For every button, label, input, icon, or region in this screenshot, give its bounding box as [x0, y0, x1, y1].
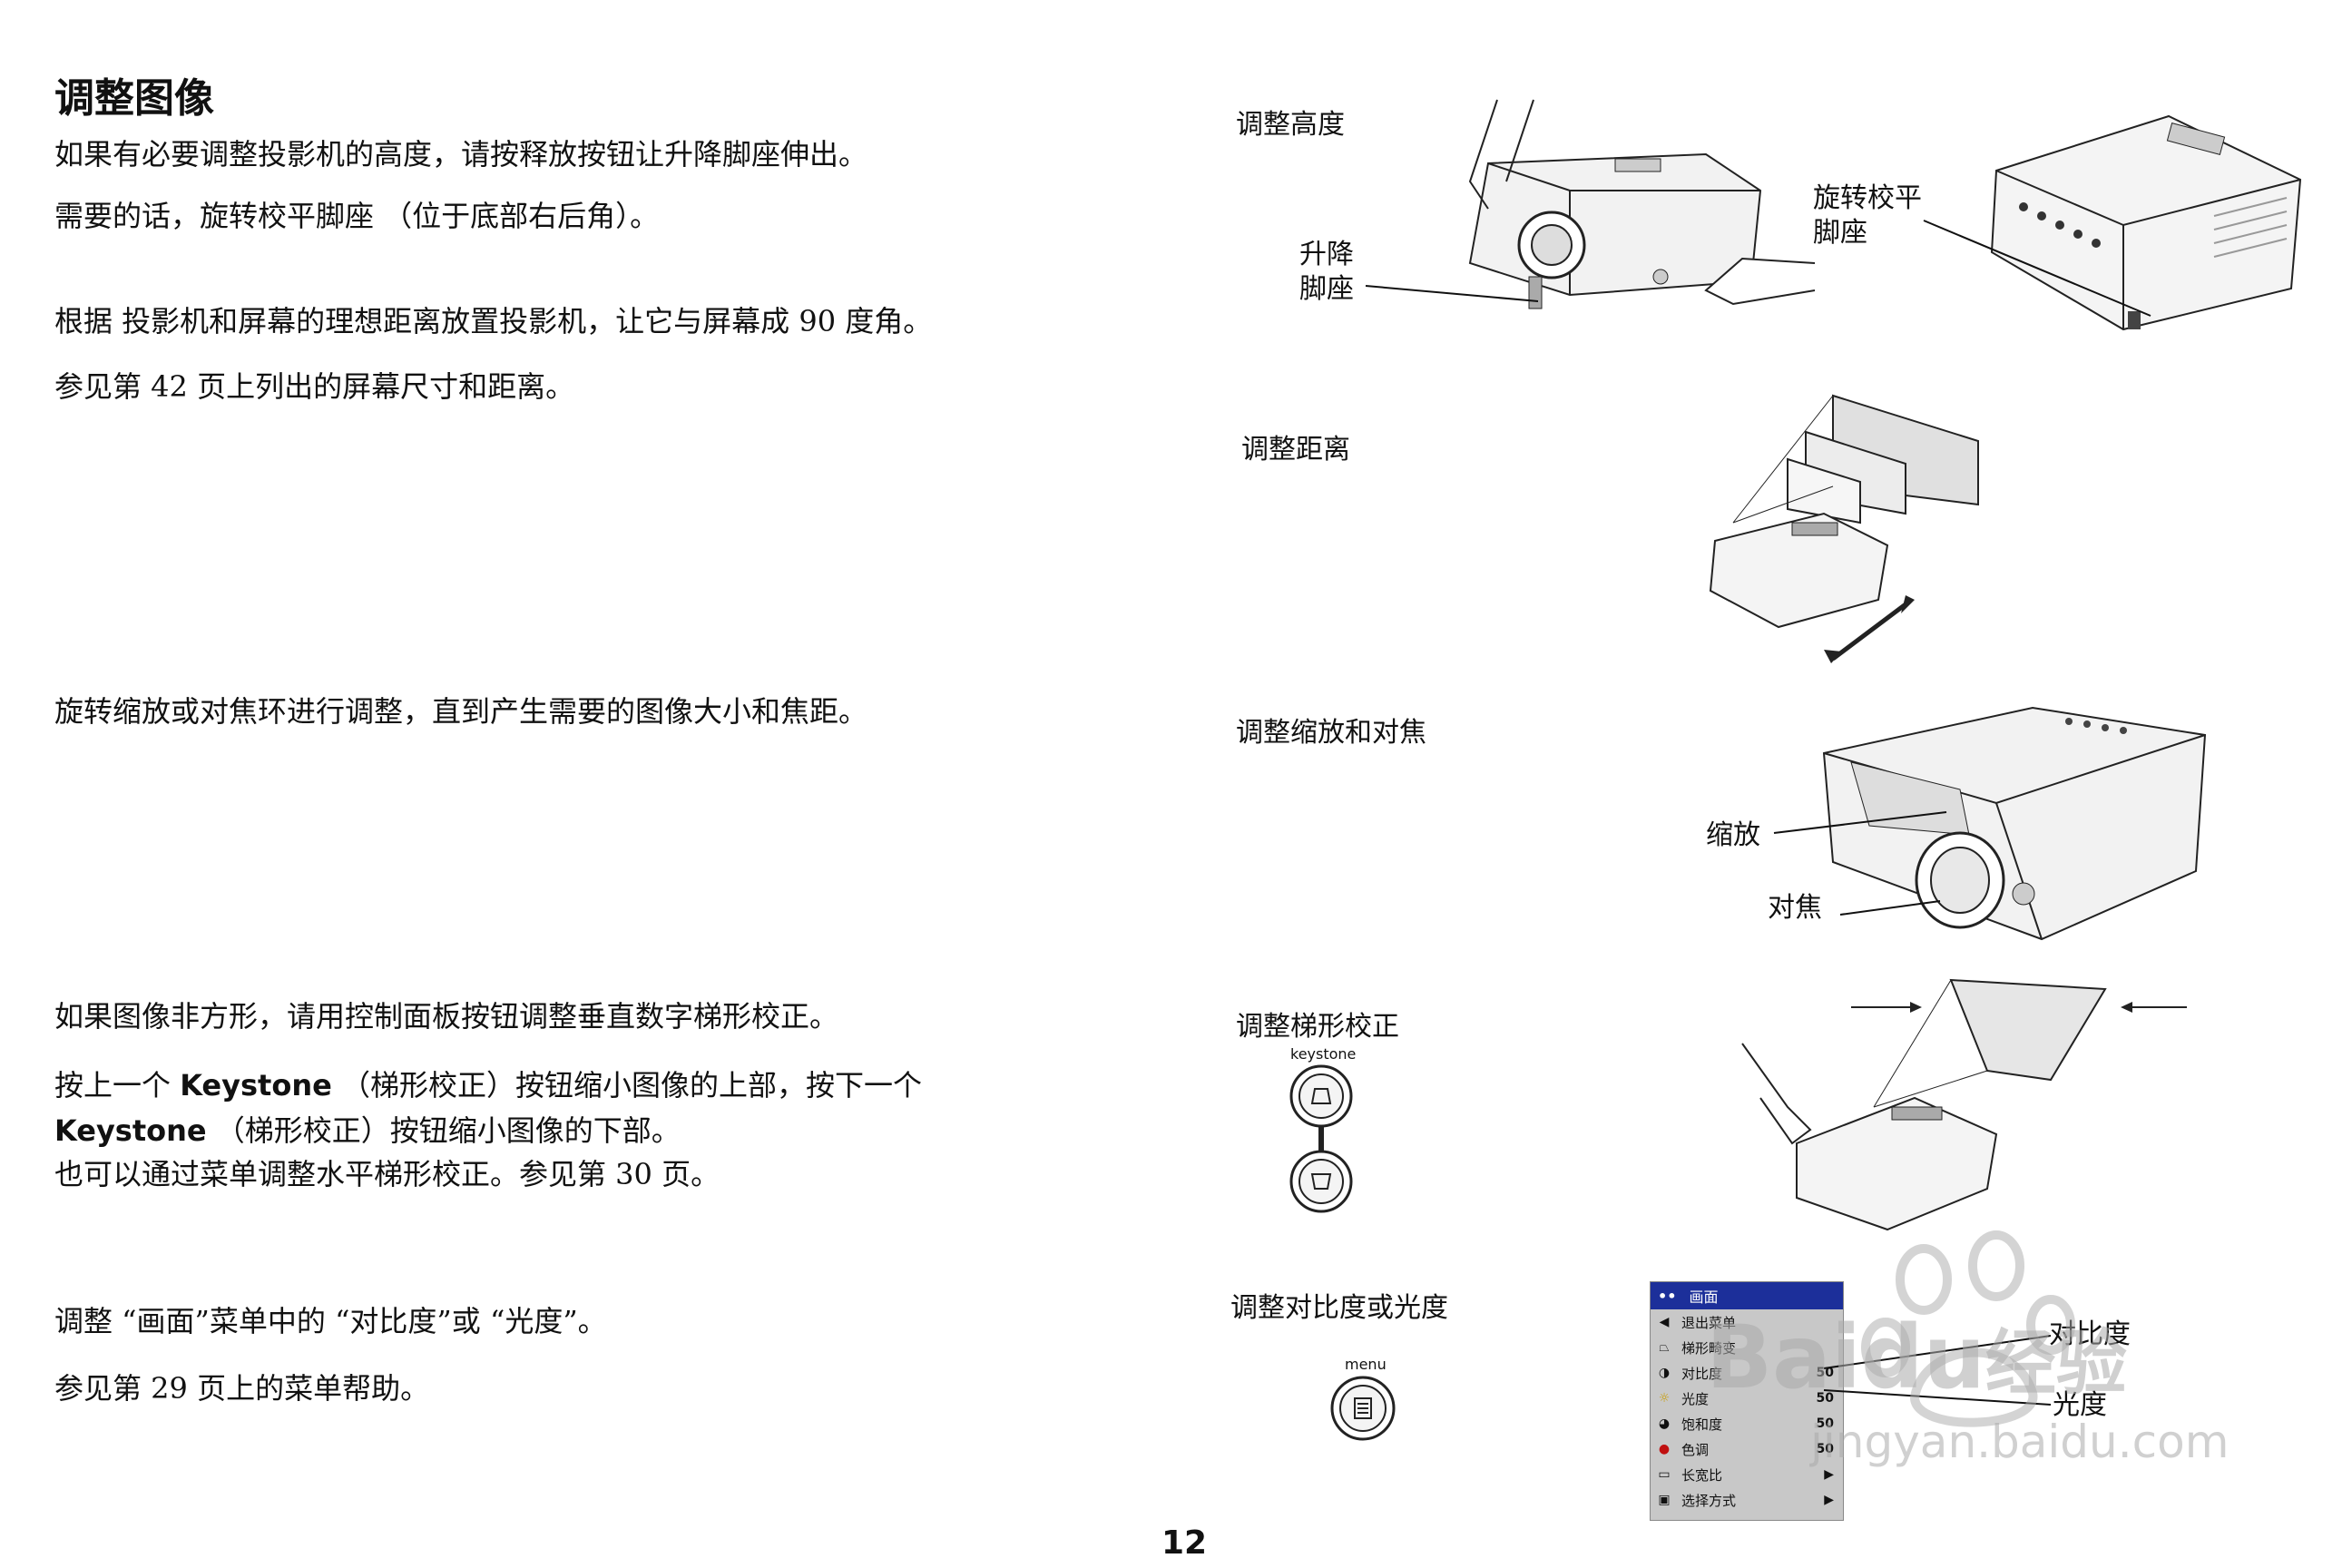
trapezoid-icon: ⏢ [1659, 1340, 1670, 1355]
watermark-brand: Baidu经验 [1706, 1307, 2127, 1408]
paragraph-distance: 根据 投影机和屏幕的理想距离放置投影机，让它与屏幕成 90 度角。 [54, 304, 933, 338]
menu-button[interactable] [1328, 1374, 1397, 1443]
page-number: 12 [1161, 1524, 1208, 1562]
osd-item-aspect-ratio[interactable]: ▭长宽比▶ [1651, 1462, 1843, 1487]
keystone-button-label: keystone [1290, 1045, 1357, 1063]
preset-icon: ▣ [1658, 1493, 1671, 1507]
paragraph-keystone-intro: 如果图像非方形，请用控制面板按钮调整垂直数字梯形校正。 [54, 999, 839, 1034]
aspect-icon: ▭ [1658, 1467, 1671, 1482]
caption-adjust-height: 调整高度 [1236, 109, 1345, 141]
paragraph-keystone-up: 按上一个 Keystone （梯形校正）按钮缩小图像的上部，按下一个 [54, 1068, 922, 1102]
sun-icon: ☼ [1658, 1391, 1671, 1406]
callout-focus: 对焦 [1768, 892, 1822, 924]
callout-zoom: 缩放 [1706, 819, 1760, 851]
callout-line-zoom [1773, 811, 1947, 834]
paragraph-screen-size-ref: 参见第 42 页上列出的屏幕尺寸和距离。 [54, 369, 575, 404]
osd-menu-header: •• 画面 [1651, 1282, 1843, 1309]
callout-lines-osd [1823, 1335, 2052, 1406]
callout-line-foot [1365, 285, 1539, 302]
caption-adjust-distance: 调整距离 [1241, 434, 1350, 466]
paragraph-contrast-brightness: 调整 “画面”菜单中的 “对比度”或 “光度”。 [54, 1304, 607, 1338]
watermark-url: jingyan.baidu.com [1810, 1416, 2230, 1468]
callout-line-focus [1839, 900, 1941, 916]
projector-keystone-illustration [1741, 978, 2187, 1231]
menu-dots-icon: •• [1658, 1287, 1677, 1305]
triangle-left-icon: ◀ [1659, 1315, 1670, 1329]
keystone-buttons [1289, 1064, 1353, 1213]
paragraph-keystone-down: Keystone （梯形校正）按钮缩小图像的下部。 [54, 1113, 681, 1148]
paragraph-height: 如果有必要调整投影机的高度，请按释放按钮让升降脚座伸出。 [54, 137, 868, 172]
projector-distance-illustration [1709, 394, 1979, 663]
keystone-term: Keystone [180, 1068, 332, 1102]
red-dot-icon: ● [1658, 1442, 1671, 1456]
paragraph-zoom-focus: 旋转缩放或对焦环进行调整，直到产生需要的图像大小和焦距。 [54, 694, 868, 729]
caption-adjust-zoom-focus: 调整缩放和对焦 [1236, 717, 1426, 749]
callout-leveling-foot: 旋转校平脚座 [1813, 182, 1922, 249]
projector-height-illustration [1468, 99, 1816, 309]
keystone-down-button[interactable] [1294, 1154, 1348, 1209]
callout-elevator-foot: 升降脚座 [1299, 239, 1354, 305]
projector-rear-illustration [1990, 114, 2302, 331]
paw-watermark-icon [1861, 1230, 2075, 1427]
paragraph-leveling: 需要的话，旋转校平脚座 （位于底部右后角）。 [54, 199, 660, 233]
projector-zoom-illustration [1822, 706, 2207, 941]
paragraph-horizontal-keystone: 也可以通过菜单调整水平梯形校正。参见第 30 页。 [54, 1157, 720, 1191]
color-wheel-icon: ◕ [1658, 1416, 1671, 1431]
keystone-term: Keystone [54, 1113, 207, 1148]
callout-brightness: 光度 [2053, 1389, 2107, 1421]
menu-button-label: menu [1345, 1356, 1387, 1373]
osd-item-presets[interactable]: ▣选择方式▶ [1651, 1487, 1843, 1513]
osd-item-exit[interactable]: ◀退出菜单 [1651, 1309, 1843, 1335]
paragraph-menu-help: 参见第 29 页上的菜单帮助。 [54, 1371, 430, 1406]
keystone-up-button[interactable] [1294, 1069, 1348, 1123]
caption-adjust-keystone: 调整梯形校正 [1236, 1011, 1399, 1043]
page-title: 调整图像 [54, 75, 214, 122]
callout-line-leveling [1923, 220, 2151, 317]
osd-item-keystone[interactable]: ⏢梯形畸变 [1651, 1335, 1843, 1360]
caption-adjust-contrast-brightness: 调整对比度或光度 [1230, 1292, 1448, 1324]
contrast-icon: ◑ [1658, 1366, 1671, 1380]
